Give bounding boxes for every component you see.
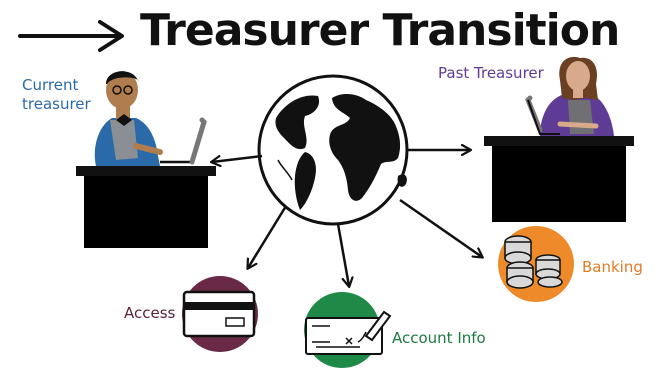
current-treasurer-label-line1: Current [22, 76, 79, 94]
arrow-to-account [336, 223, 349, 286]
account-info-label: Account Info [392, 329, 486, 347]
laptop-icon [160, 117, 207, 165]
access-label: Access [124, 304, 176, 322]
check-pen-icon [304, 292, 392, 368]
coins-icon [498, 226, 574, 302]
arrow-to-banking [399, 198, 482, 257]
current-treasurer-person [94, 71, 163, 166]
laptop-icon-past [525, 95, 560, 135]
past-treasurer-label: Past Treasurer [438, 64, 544, 82]
past-desk [484, 136, 634, 222]
arrow-to-access [248, 205, 288, 268]
current-desk [76, 166, 216, 248]
arrow-right-icon [18, 20, 124, 52]
past-treasurer-person [540, 56, 614, 136]
globe-icon [257, 74, 409, 226]
banking-label: Banking [582, 258, 643, 276]
credit-card-icon [182, 276, 258, 352]
current-treasurer-label-line2: treasurer [22, 95, 91, 113]
current-treasurer-label: Current treasurer [22, 76, 91, 114]
arrow-to-current [212, 154, 263, 162]
page-title: Treasurer Transition [140, 5, 620, 56]
